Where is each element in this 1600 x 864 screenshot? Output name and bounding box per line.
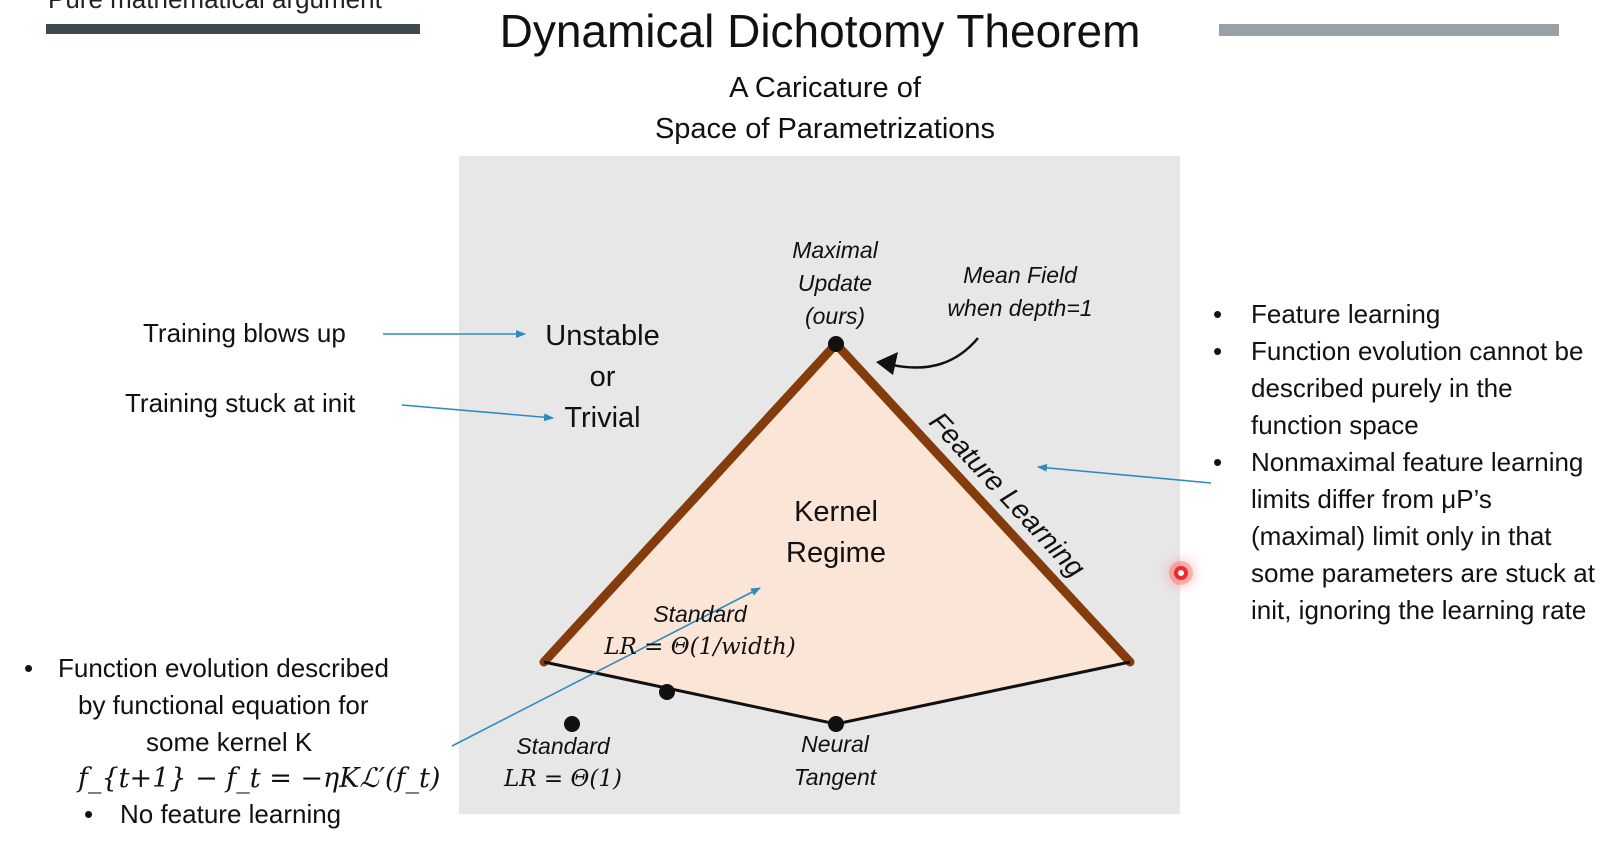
subtitle-line-2: Space of Parametrizations xyxy=(654,113,996,145)
bullet-text: Function evolution cannot be described p… xyxy=(1251,336,1584,440)
bullet-dot: • xyxy=(1213,447,1223,477)
left-bullet-line-5: No feature learning xyxy=(120,799,342,829)
feature-learning-edge-right xyxy=(831,339,1135,667)
maximal-update-label: Maximal Update (ours) xyxy=(760,234,910,333)
kernel-regime-label: Kernel Regime xyxy=(756,492,916,574)
subtitle-line-1: A Caricature of xyxy=(729,72,921,104)
kernel-bullets-arrow xyxy=(451,587,761,747)
kernel-line-1: Kernel xyxy=(794,496,878,528)
unstable-trivial-label: Unstable or Trivial xyxy=(520,316,685,439)
ntk-point xyxy=(828,716,844,732)
maximal-update-point xyxy=(828,336,844,352)
mean-field-arrowhead xyxy=(876,352,898,375)
mean-field-arrow xyxy=(887,337,979,369)
kernel-line-2: Regime xyxy=(786,537,886,569)
ntk-label: Neural Tangent xyxy=(770,728,900,794)
stuck-arrow xyxy=(401,404,554,422)
mean-field-line-1: Mean Field xyxy=(963,262,1077,288)
unstable-line-1: Unstable xyxy=(545,320,660,352)
standard-big-line-1: Standard xyxy=(516,733,610,759)
left-bullet-line-1: Function evolution described xyxy=(58,653,389,683)
standard-small-line-1: Standard xyxy=(653,601,747,627)
bullet-text: Nonmaximal feature learning limits diffe… xyxy=(1251,447,1595,625)
header-bar-left xyxy=(46,24,420,34)
maximal-line-3: (ours) xyxy=(804,303,866,329)
maximal-line-1: Maximal xyxy=(792,237,878,263)
header-bar-right xyxy=(1219,24,1559,36)
standard-lr-point xyxy=(564,716,580,732)
bullet-dot: • xyxy=(24,653,34,683)
bullet-dot: • xyxy=(1213,336,1223,366)
standard-big-line-2: LR = Θ(1) xyxy=(504,766,622,792)
standard-small-lr-point xyxy=(659,684,675,700)
unstable-line-2: or xyxy=(589,361,616,393)
training-blows-up-label: Training blows up xyxy=(143,318,346,348)
mean-field-label: Mean Field when depth=1 xyxy=(930,259,1110,325)
feature-learning-bullets: • Feature learning • Function evolution ca… xyxy=(1213,296,1600,629)
unstable-line-3: Trivial xyxy=(564,402,641,434)
feature-learning-edge-left xyxy=(539,339,841,667)
training-stuck-label: Training stuck at init xyxy=(125,388,356,418)
ntk-line-1: Neural xyxy=(801,731,869,757)
kernel-region xyxy=(544,344,1130,724)
bullet-text: Feature learning xyxy=(1251,299,1441,329)
standard-small-lr-label: Standard LR = Θ(1/width) xyxy=(585,598,815,664)
left-bullet-line-3: some kernel K xyxy=(146,727,313,757)
left-bullet-line-2: by functional equation for xyxy=(78,690,369,720)
maximal-line-2: Update xyxy=(797,270,873,296)
ntk-line-2: Tangent xyxy=(793,764,877,790)
bullet-item: • Function evolution cannot be described … xyxy=(1213,333,1600,444)
slide-title: Dynamical Dichotomy Theorem xyxy=(499,5,1141,57)
standard-small-line-2: LR = Θ(1/width) xyxy=(604,634,796,660)
standard-lr-label: Standard LR = Θ(1) xyxy=(488,730,638,796)
functional-equation: f_{t+1} − f_t = −ηKℒ′(f_t) xyxy=(78,763,441,794)
feature-bullets-arrow xyxy=(1037,463,1212,484)
bullet-dot: • xyxy=(1213,299,1223,329)
bullet-item: • Feature learning xyxy=(1213,296,1600,333)
slide-subtitle: A Caricature of Space of Parametrization… xyxy=(560,68,1090,150)
cut-off-heading: Pure mathematical argument xyxy=(48,0,382,15)
mean-field-line-2: when depth=1 xyxy=(947,295,1093,321)
bullet-dot: • xyxy=(84,799,94,829)
laser-pointer-icon xyxy=(1174,566,1188,580)
bullet-item: • Nonmaximal feature learning limits diff… xyxy=(1213,444,1600,629)
